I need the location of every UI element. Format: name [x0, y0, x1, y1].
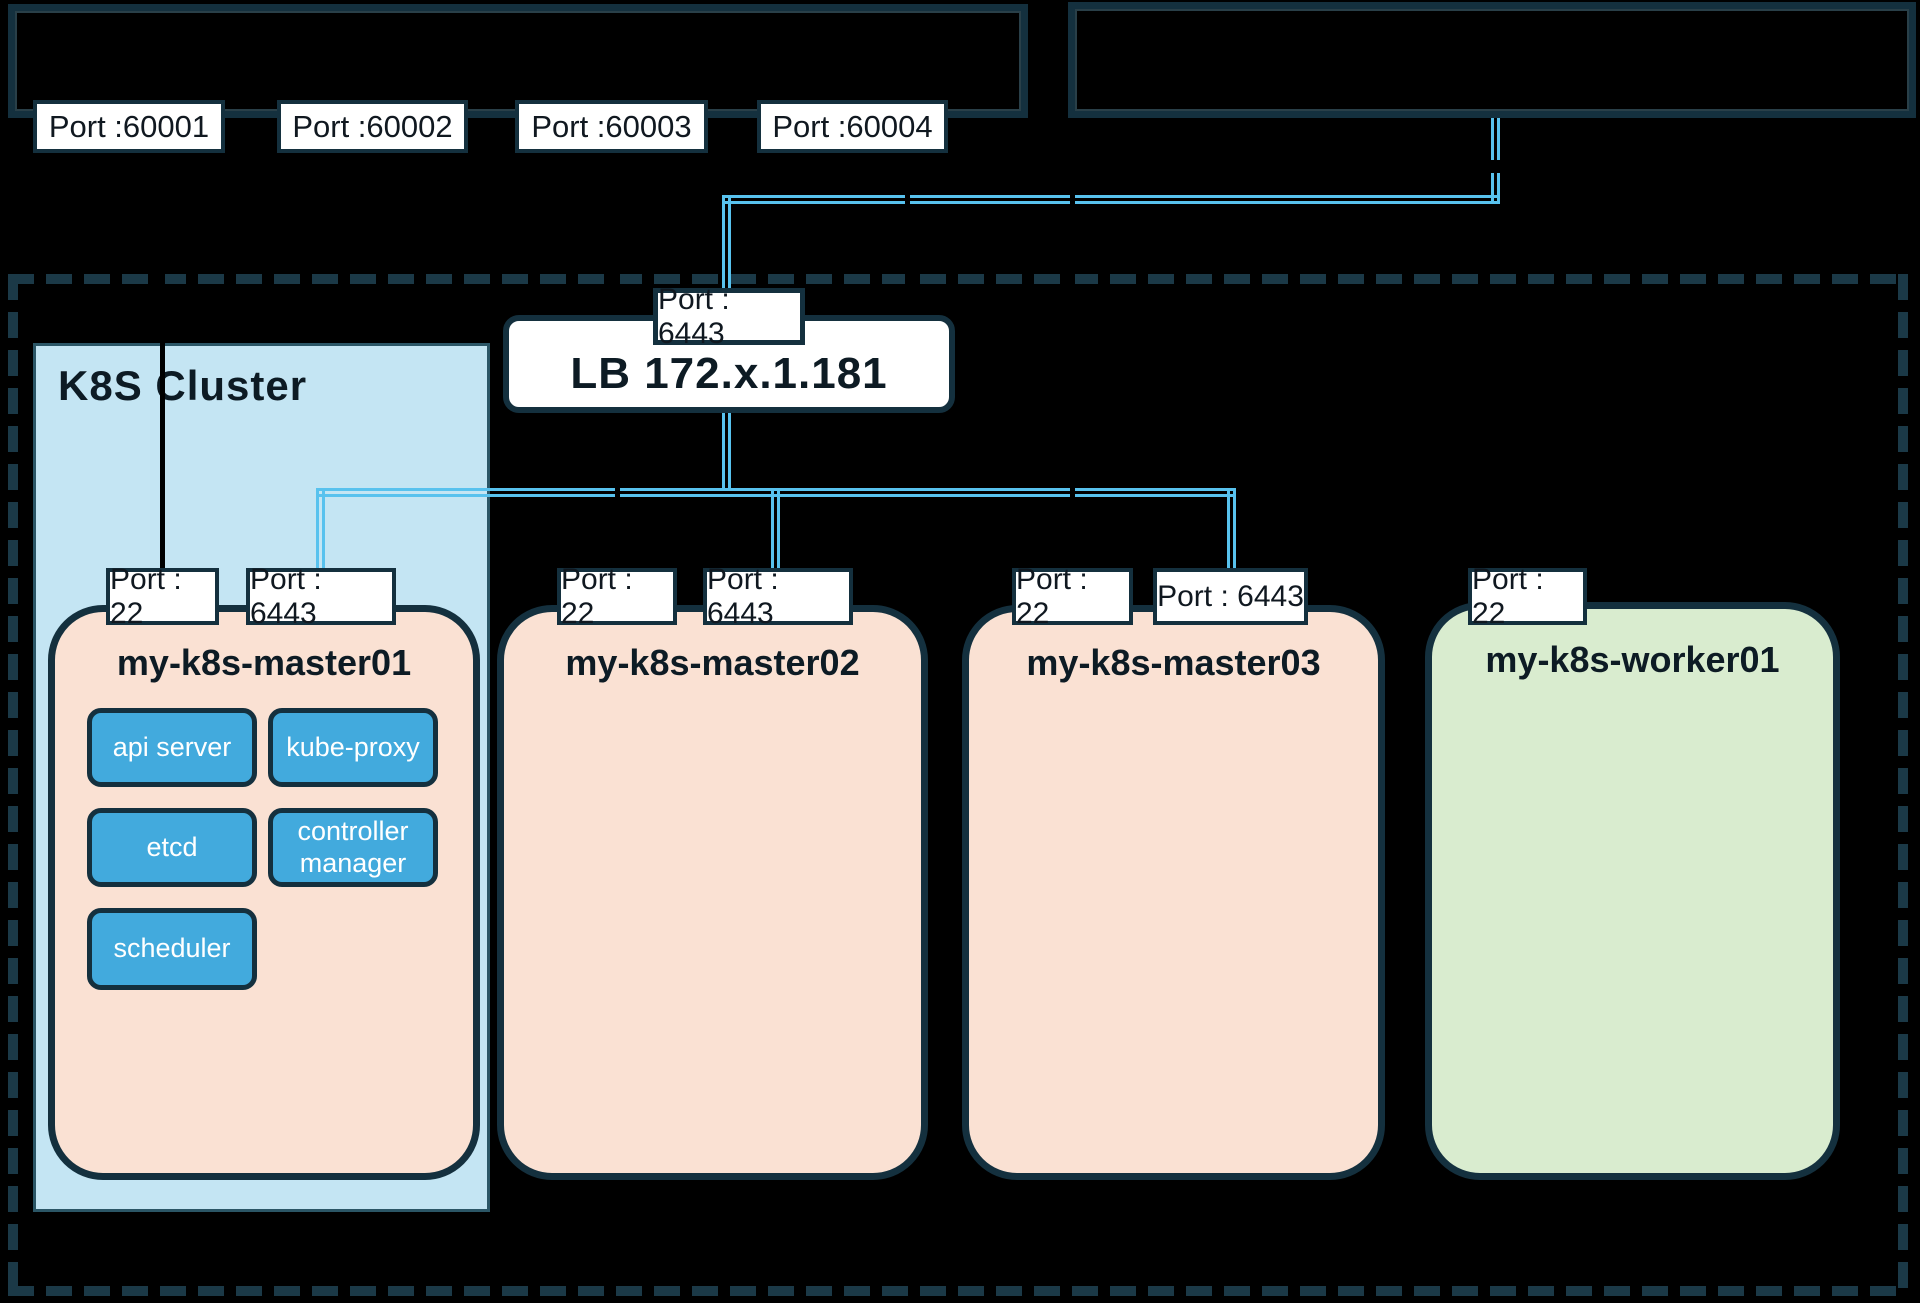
- connector-master02-api: [771, 488, 780, 570]
- node-master02-title: my-k8s-master02: [565, 642, 860, 683]
- component-kube-proxy: kube-proxy: [268, 708, 438, 787]
- worker01-port-22: Port : 22: [1468, 563, 1587, 630]
- master03-port-6443-text: Port : 6443: [1157, 579, 1304, 613]
- lb-port-6443-text: Port : 6443: [658, 282, 730, 350]
- master02-port-22: Port : 22: [557, 563, 677, 630]
- master01-port-6443-text: Port : 6443: [250, 562, 322, 630]
- port-label-60001-text: Port :60001: [48, 108, 210, 144]
- node-master01: my-k8s-master01: [48, 605, 480, 1180]
- component-kube-proxy-text: kube-proxy: [286, 731, 420, 762]
- connector-lb-black-stub: [905, 118, 910, 316]
- component-api-server-text: api server: [112, 731, 232, 762]
- node-worker01: my-k8s-worker01: [1425, 602, 1840, 1180]
- node-master02: my-k8s-master02: [497, 605, 928, 1180]
- connector-ssh-master01: [160, 130, 165, 570]
- port-label-60003-text: Port :60003: [531, 108, 692, 144]
- master02-port-6443: Port : 6443: [703, 563, 853, 630]
- worker01-port-22-text: Port : 22: [1472, 562, 1544, 630]
- master02-port-22-text: Port : 22: [561, 562, 633, 630]
- cluster-boundary-right: [1898, 274, 1908, 1296]
- connector-ssh-master02-upper: [615, 118, 620, 316]
- component-api-server: api server: [87, 708, 257, 787]
- load-balancer-label: LB 172.x.1.181: [570, 349, 888, 398]
- connector-lb-horizontal: [722, 195, 1500, 204]
- master01-port-22: Port : 22: [106, 563, 219, 630]
- node-master03-title: my-k8s-master03: [1026, 642, 1321, 683]
- component-etcd-text: etcd: [146, 831, 198, 862]
- connector-ssh-master02-lower: [615, 412, 620, 570]
- node-worker01-title: my-k8s-worker01: [1485, 639, 1780, 680]
- connector-lb-out: [722, 411, 731, 491]
- master01-port-6443: Port : 6443: [246, 563, 396, 630]
- lb-port-6443-label: Port : 6443: [653, 283, 805, 350]
- port-label-60004: Port :60004: [757, 100, 948, 153]
- master01-port-22-text: Port : 22: [110, 562, 182, 630]
- port-label-60003: Port :60003: [515, 100, 708, 153]
- port-label-60001: Port :60001: [33, 100, 225, 153]
- connector-lb-into-port: [722, 195, 731, 292]
- master03-port-22-text: Port : 22: [1016, 562, 1088, 630]
- connector-master03-api: [1227, 488, 1236, 570]
- master02-port-6443-text: Port : 6443: [707, 562, 779, 630]
- connector-cross-tick: [1491, 160, 1500, 173]
- node-master01-title: my-k8s-master01: [116, 642, 412, 683]
- component-scheduler-text: scheduler: [113, 933, 231, 964]
- port-label-60002-text: Port :60002: [292, 108, 453, 144]
- connector-ssh-master03: [1070, 118, 1075, 570]
- external-lb-source-box: [1068, 2, 1916, 118]
- cluster-boundary-top: [8, 274, 1908, 284]
- component-etcd: etcd: [87, 808, 257, 887]
- master03-port-22: Port : 22: [1012, 563, 1133, 630]
- component-controller-manager: controller manager: [268, 808, 438, 887]
- cluster-boundary-left: [8, 274, 18, 1296]
- k8s-cluster-title: K8S Cluster: [58, 362, 308, 409]
- master03-port-6443: Port : 6443: [1153, 568, 1308, 625]
- port-label-60004-text: Port :60004: [772, 108, 933, 144]
- component-scheduler: scheduler: [87, 908, 257, 990]
- component-controller-manager-text: controller manager: [297, 816, 409, 878]
- connector-master01-api: [316, 488, 325, 570]
- port-label-60002: Port :60002: [277, 100, 468, 153]
- cluster-boundary-bottom: [8, 1286, 1908, 1296]
- connector-ssh-worker01: [1518, 118, 1523, 570]
- node-master03: my-k8s-master03: [962, 605, 1385, 1180]
